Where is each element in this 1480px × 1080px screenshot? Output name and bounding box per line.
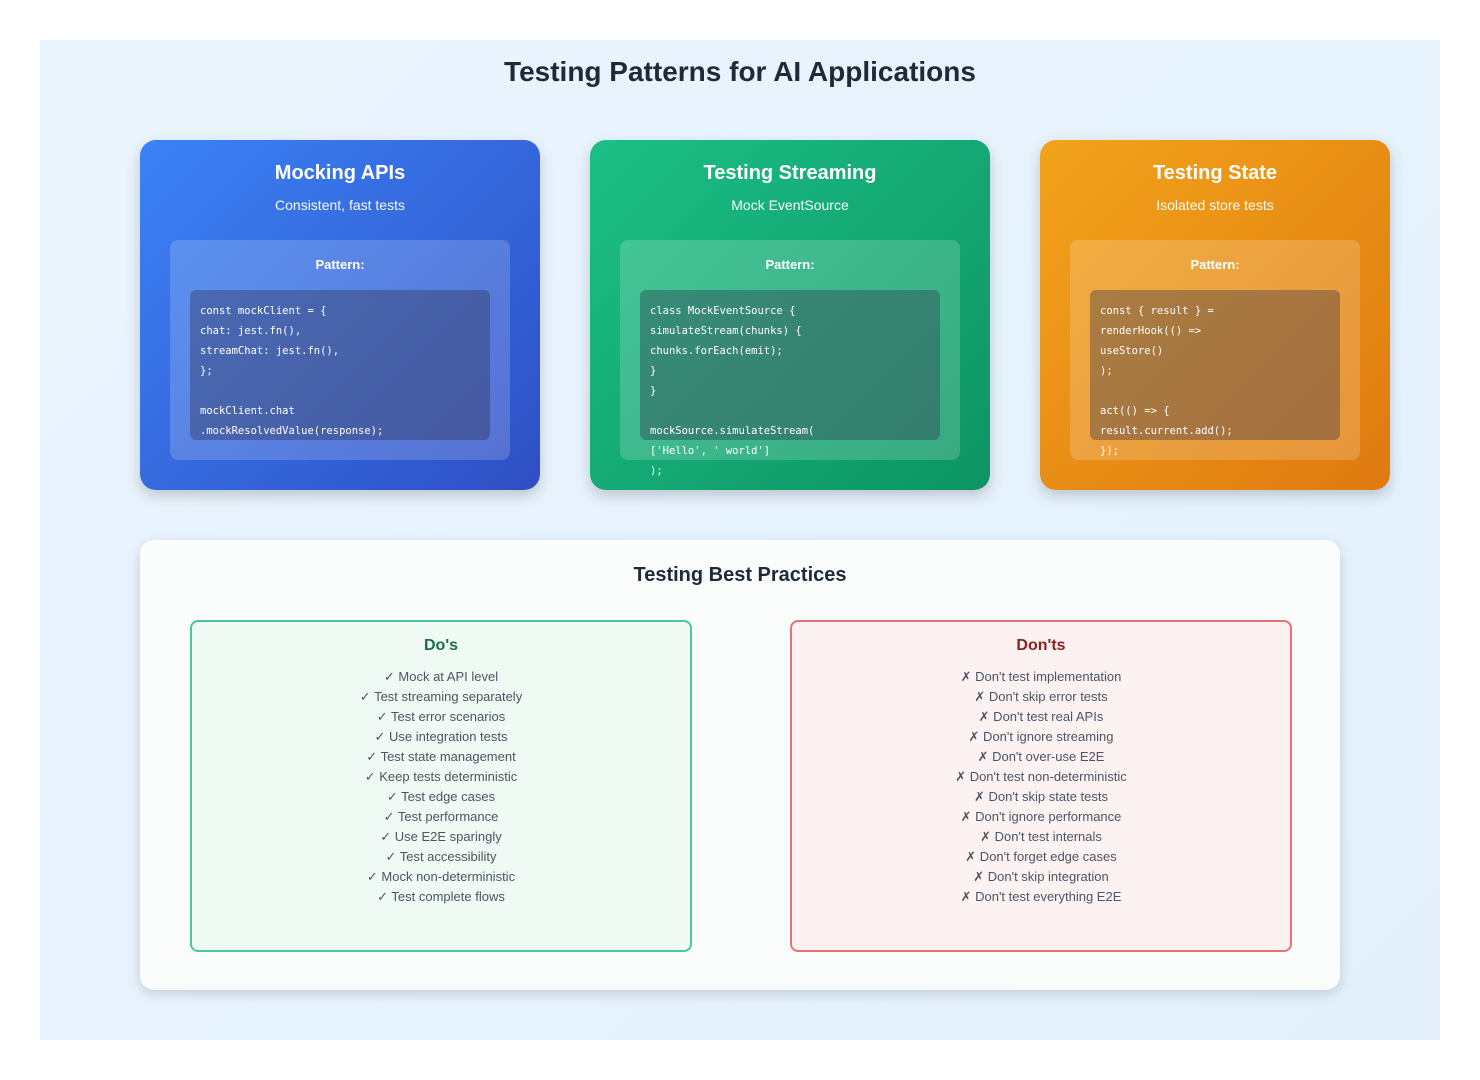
do-item: ✓ Test accessibility — [385, 849, 497, 864]
code-line — [190, 381, 383, 401]
card-testing-state: Testing State Isolated store tests Patte… — [1040, 140, 1390, 490]
code-line: } — [650, 365, 657, 377]
card-title: Testing State — [1152, 162, 1278, 184]
code-line: chat: jest.fn(), — [200, 325, 302, 337]
code-line — [1090, 381, 1233, 401]
pattern-box: Pattern: class MockEventSource { simulate… — [620, 240, 960, 477]
pattern-label: Pattern: — [765, 257, 815, 272]
pattern-box: Pattern: const mockClient = { chat: jest.… — [170, 240, 510, 460]
dont-item: ✗ Don't ignore streaming — [968, 729, 1114, 744]
page-title: Testing Patterns for AI Applications — [504, 56, 976, 87]
code-line: streamChat: jest.fn(), — [200, 345, 340, 357]
pattern-box: Pattern: const { result } = renderHook(()… — [1070, 240, 1360, 460]
dont-item: ✗ Don't skip integration — [973, 869, 1109, 884]
code-line: } — [650, 385, 657, 397]
best-practices-panel: Testing Best Practices Do's ✓ Mock at AP… — [140, 540, 1340, 990]
donts-box: Don'ts ✗ Don't test implementation ✗ Don'… — [790, 620, 1292, 952]
dont-item: ✗ Don't over-use E2E — [977, 749, 1105, 764]
code-line: class MockEventSource { — [650, 305, 796, 317]
do-item: ✓ Test edge cases — [386, 789, 496, 804]
do-item: ✓ Test error scenarios — [376, 709, 506, 724]
pattern-label: Pattern: — [315, 257, 365, 272]
dont-item: ✗ Don't skip error tests — [974, 689, 1108, 704]
code-line: ['Hello', ' world'] — [650, 445, 771, 457]
dont-item: ✗ Don't test internals — [980, 829, 1102, 844]
code-line: chunks.forEach(emit); — [650, 345, 783, 357]
dos-box: Do's ✓ Mock at API level ✓ Test streaming… — [190, 620, 692, 952]
card-mocking-apis: Mocking APIs Consistent, fast tests Patt… — [140, 140, 540, 490]
card-subtitle: Consistent, fast tests — [275, 197, 405, 213]
card-title: Mocking APIs — [274, 162, 406, 184]
card-title: Testing Streaming — [703, 162, 877, 184]
code-block: const mockClient = { chat: jest.fn(), stre… — [190, 290, 490, 440]
best-practices-title: Testing Best Practices — [633, 564, 847, 586]
code-line: }); — [1100, 445, 1119, 457]
card-testing-streaming: Testing Streaming Mock EventSource Patte… — [590, 140, 990, 490]
code-line — [640, 401, 814, 421]
do-item: ✓ Test complete flows — [377, 889, 505, 904]
code-line: const mockClient = { — [200, 305, 327, 317]
diagram-canvas: Testing Patterns for AI Applications Moc… — [40, 40, 1440, 1040]
dont-item: ✗ Don't test everything E2E — [960, 889, 1122, 904]
do-item: ✓ Test streaming separately — [359, 689, 523, 704]
donts-title: Don'ts — [1016, 637, 1066, 654]
do-item: ✓ Test performance — [383, 809, 499, 824]
do-item: ✓ Use E2E sparingly — [380, 829, 502, 844]
code-line: mockClient.chat — [200, 405, 295, 417]
code-line: useStore() — [1100, 345, 1164, 357]
dont-item: ✗ Don't test non-deterministic — [955, 769, 1127, 784]
dos-title: Do's — [423, 637, 459, 654]
pattern-label: Pattern: — [1190, 257, 1240, 272]
code-line: simulateStream(chunks) { — [650, 325, 802, 337]
do-item: ✓ Keep tests deterministic — [364, 769, 518, 784]
code-line: ); — [1100, 365, 1113, 377]
code-block: const { result } = renderHook(() => useSto… — [1090, 290, 1340, 457]
code-line: result.current.add(); — [1100, 425, 1233, 437]
code-line: }; — [200, 365, 213, 377]
dont-item: ✗ Don't ignore performance — [960, 809, 1122, 824]
code-line: ); — [650, 465, 663, 477]
code-line: act(() => { — [1100, 405, 1170, 417]
do-item: ✓ Mock at API level — [383, 669, 499, 684]
do-item: ✓ Mock non-deterministic — [366, 869, 516, 884]
card-subtitle: Isolated store tests — [1156, 197, 1274, 213]
card-subtitle: Mock EventSource — [731, 197, 849, 213]
dont-item: ✗ Don't test implementation — [960, 669, 1122, 684]
code-line: .mockResolvedValue(response); — [200, 425, 384, 437]
dont-item: ✗ Don't forget edge cases — [965, 849, 1117, 864]
code-line: const { result } = — [1100, 305, 1214, 317]
dont-item: ✗ Don't skip state tests — [973, 789, 1109, 804]
code-block: class MockEventSource { simulateStream(ch… — [640, 290, 940, 477]
do-item: ✓ Test state management — [366, 749, 516, 764]
dont-item: ✗ Don't test real APIs — [978, 709, 1104, 724]
code-line: renderHook(() => — [1100, 325, 1202, 337]
do-item: ✓ Use integration tests — [374, 729, 508, 744]
code-line: mockSource.simulateStream( — [650, 425, 815, 437]
